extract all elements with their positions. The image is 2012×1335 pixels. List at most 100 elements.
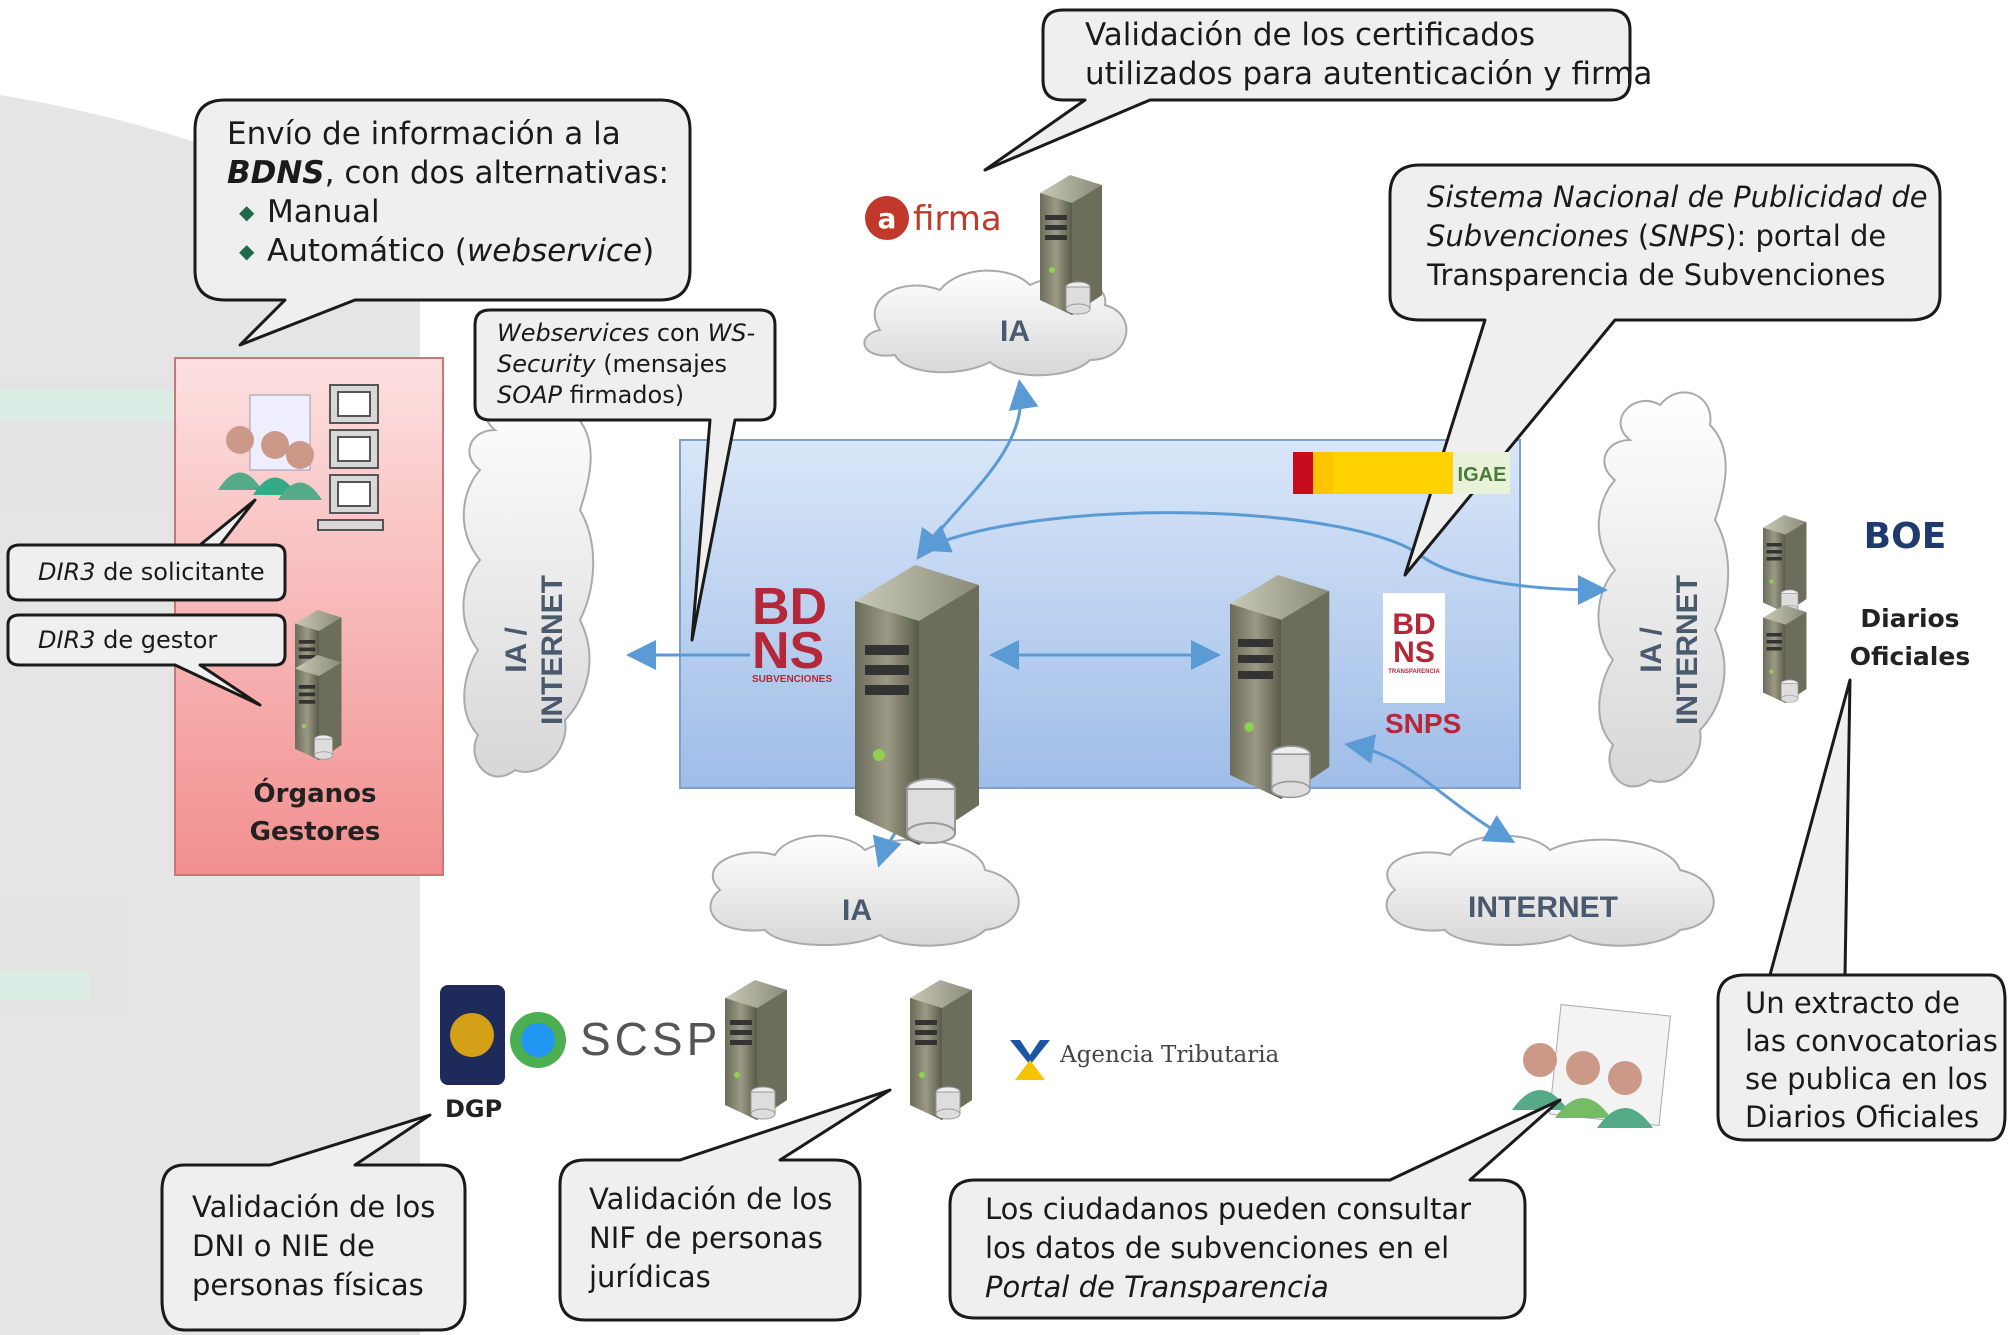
callout-envio-bdns: BDNS: [227, 155, 325, 191]
callout-envio-opt2-italic: webservice: [466, 233, 643, 269]
afirma-logo: a firma: [865, 196, 1002, 240]
cloud-internet: INTERNET: [1385, 834, 1715, 947]
callout-webservices-text: Webservices con WS- Security (mensajes S…: [497, 318, 755, 411]
callout-ciudadanos-text: Los ciudadanos pueden consultar los dato…: [985, 1190, 1471, 1307]
bdns-logo: BD NS SUBVENCIONES: [752, 578, 842, 687]
agencia-tributaria-logo: [1010, 1040, 1050, 1080]
callout-certificados-line2: utilizados para autenticación y firma: [1085, 56, 1653, 92]
callout-dni: [160, 1113, 467, 1332]
connection-arrows: [626, 379, 1608, 868]
callout-ws-i1: Webservices: [497, 319, 650, 347]
callout-snps-line3: Transparencia de Subvenciones: [1427, 258, 1886, 292]
callout-extracto-l3: se publica en los: [1745, 1062, 1988, 1096]
snps-bdns-logo-line1: BD: [1392, 608, 1436, 641]
callout-envio-line1: Envío de información a la: [227, 116, 621, 152]
callout-ciudadanos-l1: Los ciudadanos pueden consultar: [985, 1192, 1472, 1226]
callout-snps-text: Sistema Nacional de Publicidad de Subven…: [1427, 178, 1928, 295]
agencia-server-icon: [909, 979, 973, 1121]
callout-dni-l2: DNI o NIE de: [192, 1229, 375, 1263]
cloud-internet-label: INTERNET: [1468, 891, 1618, 924]
callout-ws-t2: (mensajes: [595, 350, 728, 378]
callout-ciudadanos-l3: Portal de Transparencia: [985, 1270, 1329, 1304]
bdns-logo-line1: BD: [752, 578, 828, 636]
gestores-server-icon-2: [294, 654, 342, 761]
bdns-system-panel: [679, 439, 1521, 789]
callout-dir3-gestor-italic: DIR3: [38, 626, 96, 654]
afirma-server-icon: [1039, 174, 1103, 316]
users-icon: [218, 394, 322, 500]
callout-ws-i2: WS-: [707, 319, 756, 347]
callout-ws-t3: firmados): [562, 381, 685, 409]
callout-envio-line2: , con dos alternativas:: [324, 155, 669, 191]
cloud-ia-top-label: IA: [1000, 315, 1030, 348]
cloud-ia-bottom: IA: [709, 834, 1020, 947]
callout-dni-l1: Validación de los: [192, 1190, 436, 1224]
citizens-icon: [1512, 1004, 1671, 1128]
callout-dir3-solicitante-text: DIR3 de solicitante: [38, 557, 265, 588]
callout-certificados-line1: Validación de los certificados: [1085, 17, 1535, 53]
callout-nif-l1: Validación de los: [589, 1182, 833, 1216]
callout-envio-opt2-prefix: Automático (: [267, 233, 467, 269]
police-badge-icon: [440, 985, 505, 1085]
snps-bdns-logo: BD NS TRANSPARENCIA: [1383, 593, 1445, 703]
callout-ws-i4: SOAP: [497, 381, 563, 409]
snps-bdns-logo-sub: TRANSPARENCIA: [1388, 669, 1440, 675]
callout-ws-t1: con: [649, 319, 708, 347]
callout-snps-italic2: Subvenciones: [1427, 219, 1629, 253]
boe-logo-text: BOE: [1864, 516, 1947, 557]
arrow-snps-internet: [1344, 734, 1516, 843]
callout-ciudadanos: [948, 1098, 1562, 1320]
gobierno-igae-logo: IGAE: [1293, 452, 1510, 494]
callout-nif-l2: NIF de personas: [589, 1221, 823, 1255]
callout-snps-mid2: (: [1628, 219, 1650, 253]
cloud-ia-internet-right-label: IA / INTERNET: [1635, 575, 1704, 725]
callout-snps: [1388, 163, 1942, 577]
callout-extracto-l4: Diarios Oficiales: [1745, 1100, 1980, 1134]
diarios-oficiales-label: Diarios Oficiales: [1849, 604, 1971, 671]
callout-certificados: [983, 8, 1632, 172]
callout-snps-rest2: ): portal de: [1725, 219, 1887, 253]
callout-envio-opt1: Manual: [267, 194, 380, 230]
snps-bdns-logo-line2: NS: [1393, 636, 1435, 669]
callout-dir3-gestor-text: DIR3 de gestor: [38, 625, 217, 656]
callout-envio: [193, 98, 692, 347]
callout-snps-italic1: Sistema Nacional de Publicidad de: [1427, 180, 1928, 214]
callout-envio-option-manual: ◆Manual: [227, 193, 669, 232]
afirma-logo-text: firma: [913, 199, 1002, 239]
boe-logo: BOE: [1860, 505, 1950, 565]
callout-extracto: [1716, 678, 2007, 1142]
callout-extracto-l2: las convocatorias: [1745, 1024, 1998, 1058]
callout-nif-l3: jurídicas: [589, 1260, 711, 1294]
callout-dir3-solicitante-italic: DIR3: [38, 558, 96, 586]
agencia-tributaria-label: Agencia Tributaria: [1060, 1042, 1280, 1068]
dgp-label: DGP: [445, 1095, 503, 1123]
callout-nif-text: Validación de los NIF de personas jurídi…: [589, 1180, 832, 1297]
callout-certificados-text: Validación de los certificados utilizado…: [1085, 16, 1652, 94]
diamond-bullet-icon: ◆: [239, 239, 255, 263]
svg-text:a: a: [878, 202, 897, 235]
callout-envio-text: Envío de información a la BDNS, con dos …: [227, 115, 669, 271]
cloud-ia-internet-right: [1597, 391, 1730, 788]
arrow-bdns-diarios: [919, 511, 1608, 605]
callout-webservices: [473, 308, 777, 642]
callout-extracto-text: Un extracto de las convocatorias se publ…: [1745, 984, 1998, 1136]
callout-dir3-gestor-rest: de gestor: [95, 626, 218, 654]
cloud-ia-bottom-label: IA: [842, 894, 872, 927]
callout-envio-opt2-suffix: ): [642, 233, 655, 269]
boe-server-icon: [1762, 514, 1807, 614]
snps-label: SNPS: [1385, 708, 1462, 739]
cloud-ia-internet-left-label: IA / INTERNET: [500, 575, 569, 725]
callout-ws-i3: Security: [497, 350, 596, 378]
organos-gestores-label: Órganos Gestores: [249, 779, 381, 847]
callout-extracto-l1: Un extracto de: [1745, 986, 1960, 1020]
callout-snps-italic3: SNPS: [1649, 219, 1726, 253]
scsp-server-icon: [724, 979, 788, 1121]
bdns-logo-line2: NS: [752, 622, 825, 680]
igae-logo-text: IGAE: [1458, 464, 1507, 486]
snps-server-icon: [1229, 574, 1331, 800]
callout-dir3-gestor: [6, 613, 287, 707]
callout-dir3-solicitante: [6, 498, 287, 602]
callout-dir3-solicitante-rest: de solicitante: [95, 558, 265, 586]
